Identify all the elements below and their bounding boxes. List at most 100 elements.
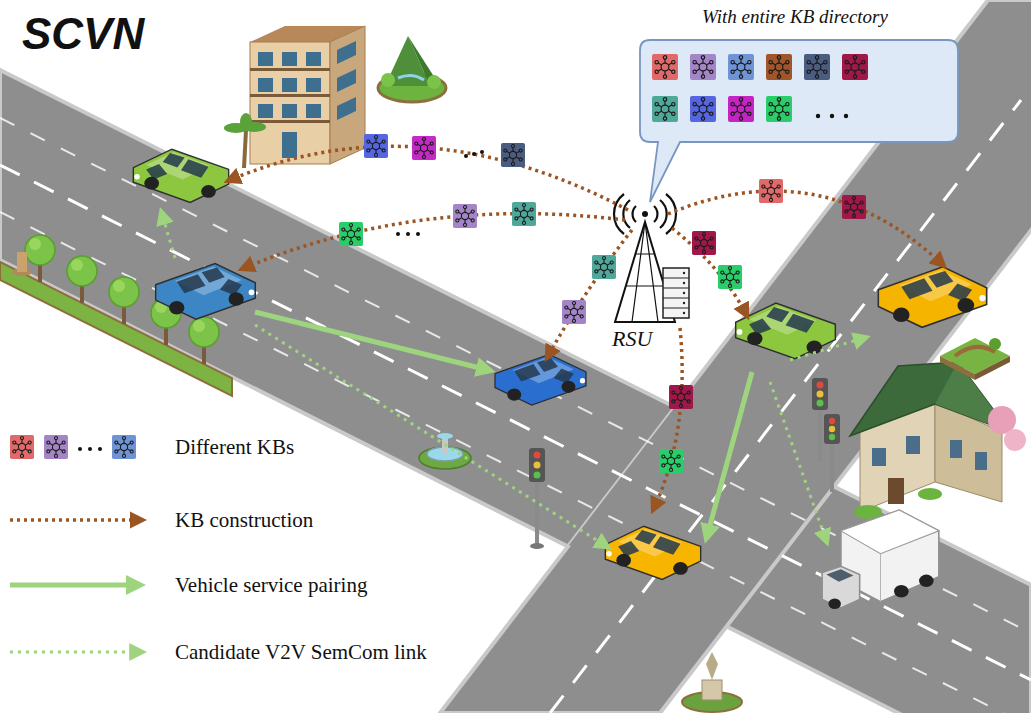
kb-icons-on-arrows [416,232,420,236]
apartment-building [224,26,365,168]
apartment-building [337,41,356,64]
legend-samples [10,651,140,654]
legend-samples [10,435,140,652]
tree-row [189,317,219,347]
traffic-light [817,382,824,389]
kb-icons-on-arrows [406,232,410,236]
kb-icon [728,54,754,80]
apartment-building [306,78,321,92]
service-pairing-arrows [707,372,752,536]
vehicles [605,526,700,579]
service-pairing-arrows [255,312,752,536]
house [888,478,904,504]
traffic-light [529,448,545,482]
kb-icon [728,96,754,122]
tree-row [113,280,125,292]
rsu-tower [642,211,648,217]
kb-icons-on-arrows [453,204,477,228]
bridge-park [989,338,1001,350]
apartment-building [258,52,273,66]
apartment-building [224,113,266,133]
kb-icons-on-arrows [480,150,484,154]
kb-icon [766,54,792,80]
mountain-park [381,73,395,87]
tree-row [109,277,139,307]
kb-icons-on-arrows [718,265,742,289]
legend-label: Vehicle service pairing [175,572,367,598]
traffic-light [829,418,835,424]
vehicles [133,149,228,202]
kb-icon [842,54,868,80]
statue [682,652,742,712]
tree-row [17,252,27,272]
rsu-tower [633,206,636,222]
rsu-label: RSU [612,326,652,352]
kb-icons-on-arrows [412,136,436,160]
house [850,362,1026,519]
kb-icon [690,54,716,80]
statue [706,652,718,680]
apartment-building [258,41,356,158]
candidate-v2v-links [790,338,864,360]
candidate-v2v-links [162,214,864,546]
legend-samples [88,447,92,451]
kb-icons-on-arrows [692,231,716,255]
legend-samples [10,435,34,459]
apartment-building [337,97,356,120]
traffic-light [817,400,824,407]
traffic-light [812,378,828,410]
kb-construction-arrows [672,228,746,314]
tree-row [29,238,41,250]
kb-icons-on-arrows [364,134,388,158]
bridge-park [940,356,975,380]
apartment-building [250,120,330,123]
traffic-light [824,414,840,444]
kb-icon [690,96,716,122]
vehicles [495,354,586,405]
apartment-building [282,52,297,66]
apartment-building [258,78,273,92]
apartment-building [240,113,252,131]
traffic-light [534,452,541,459]
mountain-park [398,75,424,80]
apartment-building [258,104,273,118]
bridge-park [955,347,995,356]
kb-icons-on-arrows [472,152,476,156]
vehicles [156,264,256,320]
tree-row [193,320,205,332]
apartment-building [250,68,330,123]
kb-icon [804,54,830,80]
kb-directory-callout: With entire KB directory [628,4,962,218]
legend-samples [112,435,136,459]
legend-samples [98,447,102,451]
vehicles [133,149,986,609]
rsu-tower [660,200,667,228]
tree-row [25,235,55,265]
house [872,436,987,470]
vehicles [736,303,836,359]
apartment-building [306,52,321,66]
ellipsis-dot [844,114,848,118]
house [950,440,962,458]
roads [0,165,1031,680]
bridge-park [940,338,1010,380]
house [918,488,942,500]
vehicles [133,149,228,202]
kb-icons-on-arrows [669,385,693,409]
legend-samples [78,447,82,451]
kb-icons-on-arrows [339,134,866,473]
house [872,448,886,466]
rsu-tower [683,292,685,294]
fountain [419,433,471,469]
kb-icon [652,54,678,80]
rsu-tower [614,194,624,234]
callout-heading: With entire KB directory [628,4,962,30]
vehicles [878,267,986,327]
kb-construction-arrows [654,328,682,508]
bridge-park [975,356,1010,380]
traffic-light [530,543,544,549]
apartment-building [250,68,330,71]
kb-icons-on-arrows [464,154,468,158]
kb-icons-on-arrows [501,143,525,167]
